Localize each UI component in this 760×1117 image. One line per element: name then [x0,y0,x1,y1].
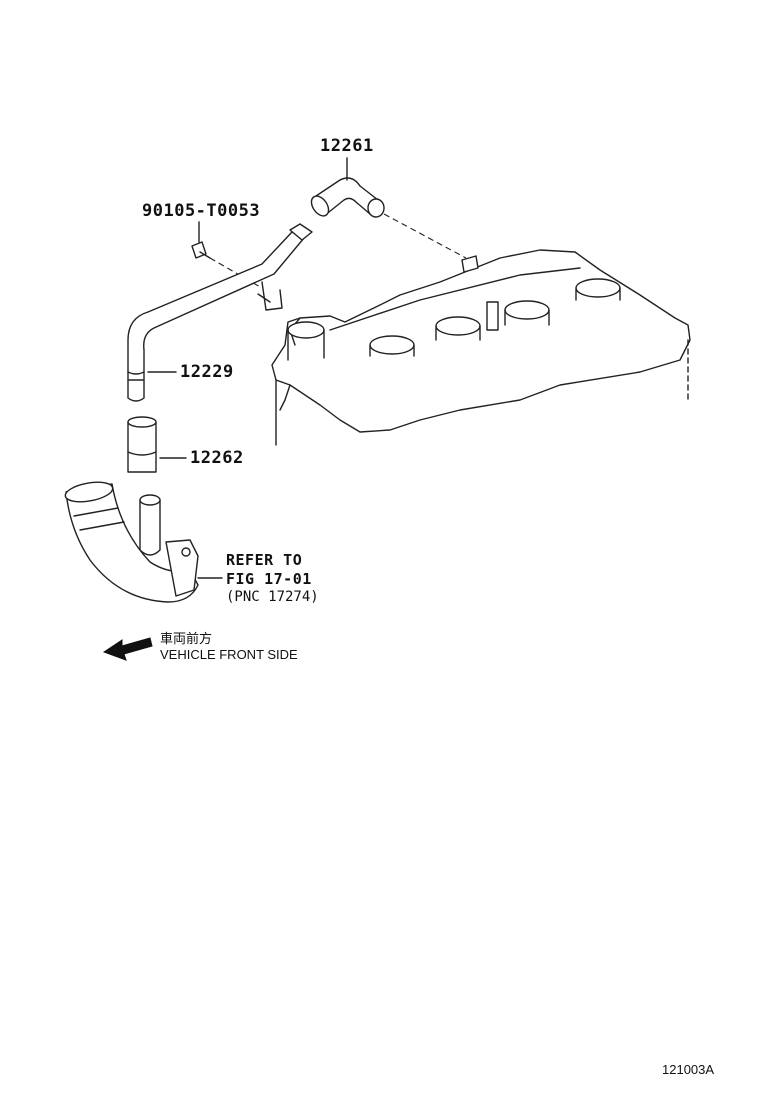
part-label-bolt: 90105-T0053 [142,201,261,221]
reference-line-2: FIG 17-01 [226,570,312,588]
part-label-12229: 12229 [180,362,234,382]
figure-id: 121003A [662,1062,715,1077]
front-direction-arrow-icon [102,637,153,661]
part-label-12262: 12262 [190,448,244,468]
cylinder-head-cover [271,249,691,446]
hose-12262-drawing [127,416,157,473]
hose-12261-drawing [310,177,467,259]
pipe-12229-drawing [127,223,313,402]
intake-connector-drawing [64,481,199,603]
direction-english: VEHICLE FRONT SIDE [160,647,298,662]
direction-japanese: 車両前方 [160,631,213,646]
reference-line-3: (PNC 17274) [226,589,319,605]
bolt-drawing [191,241,263,289]
part-label-12261: 12261 [320,136,374,156]
reference-line-1: REFER TO [226,551,303,569]
